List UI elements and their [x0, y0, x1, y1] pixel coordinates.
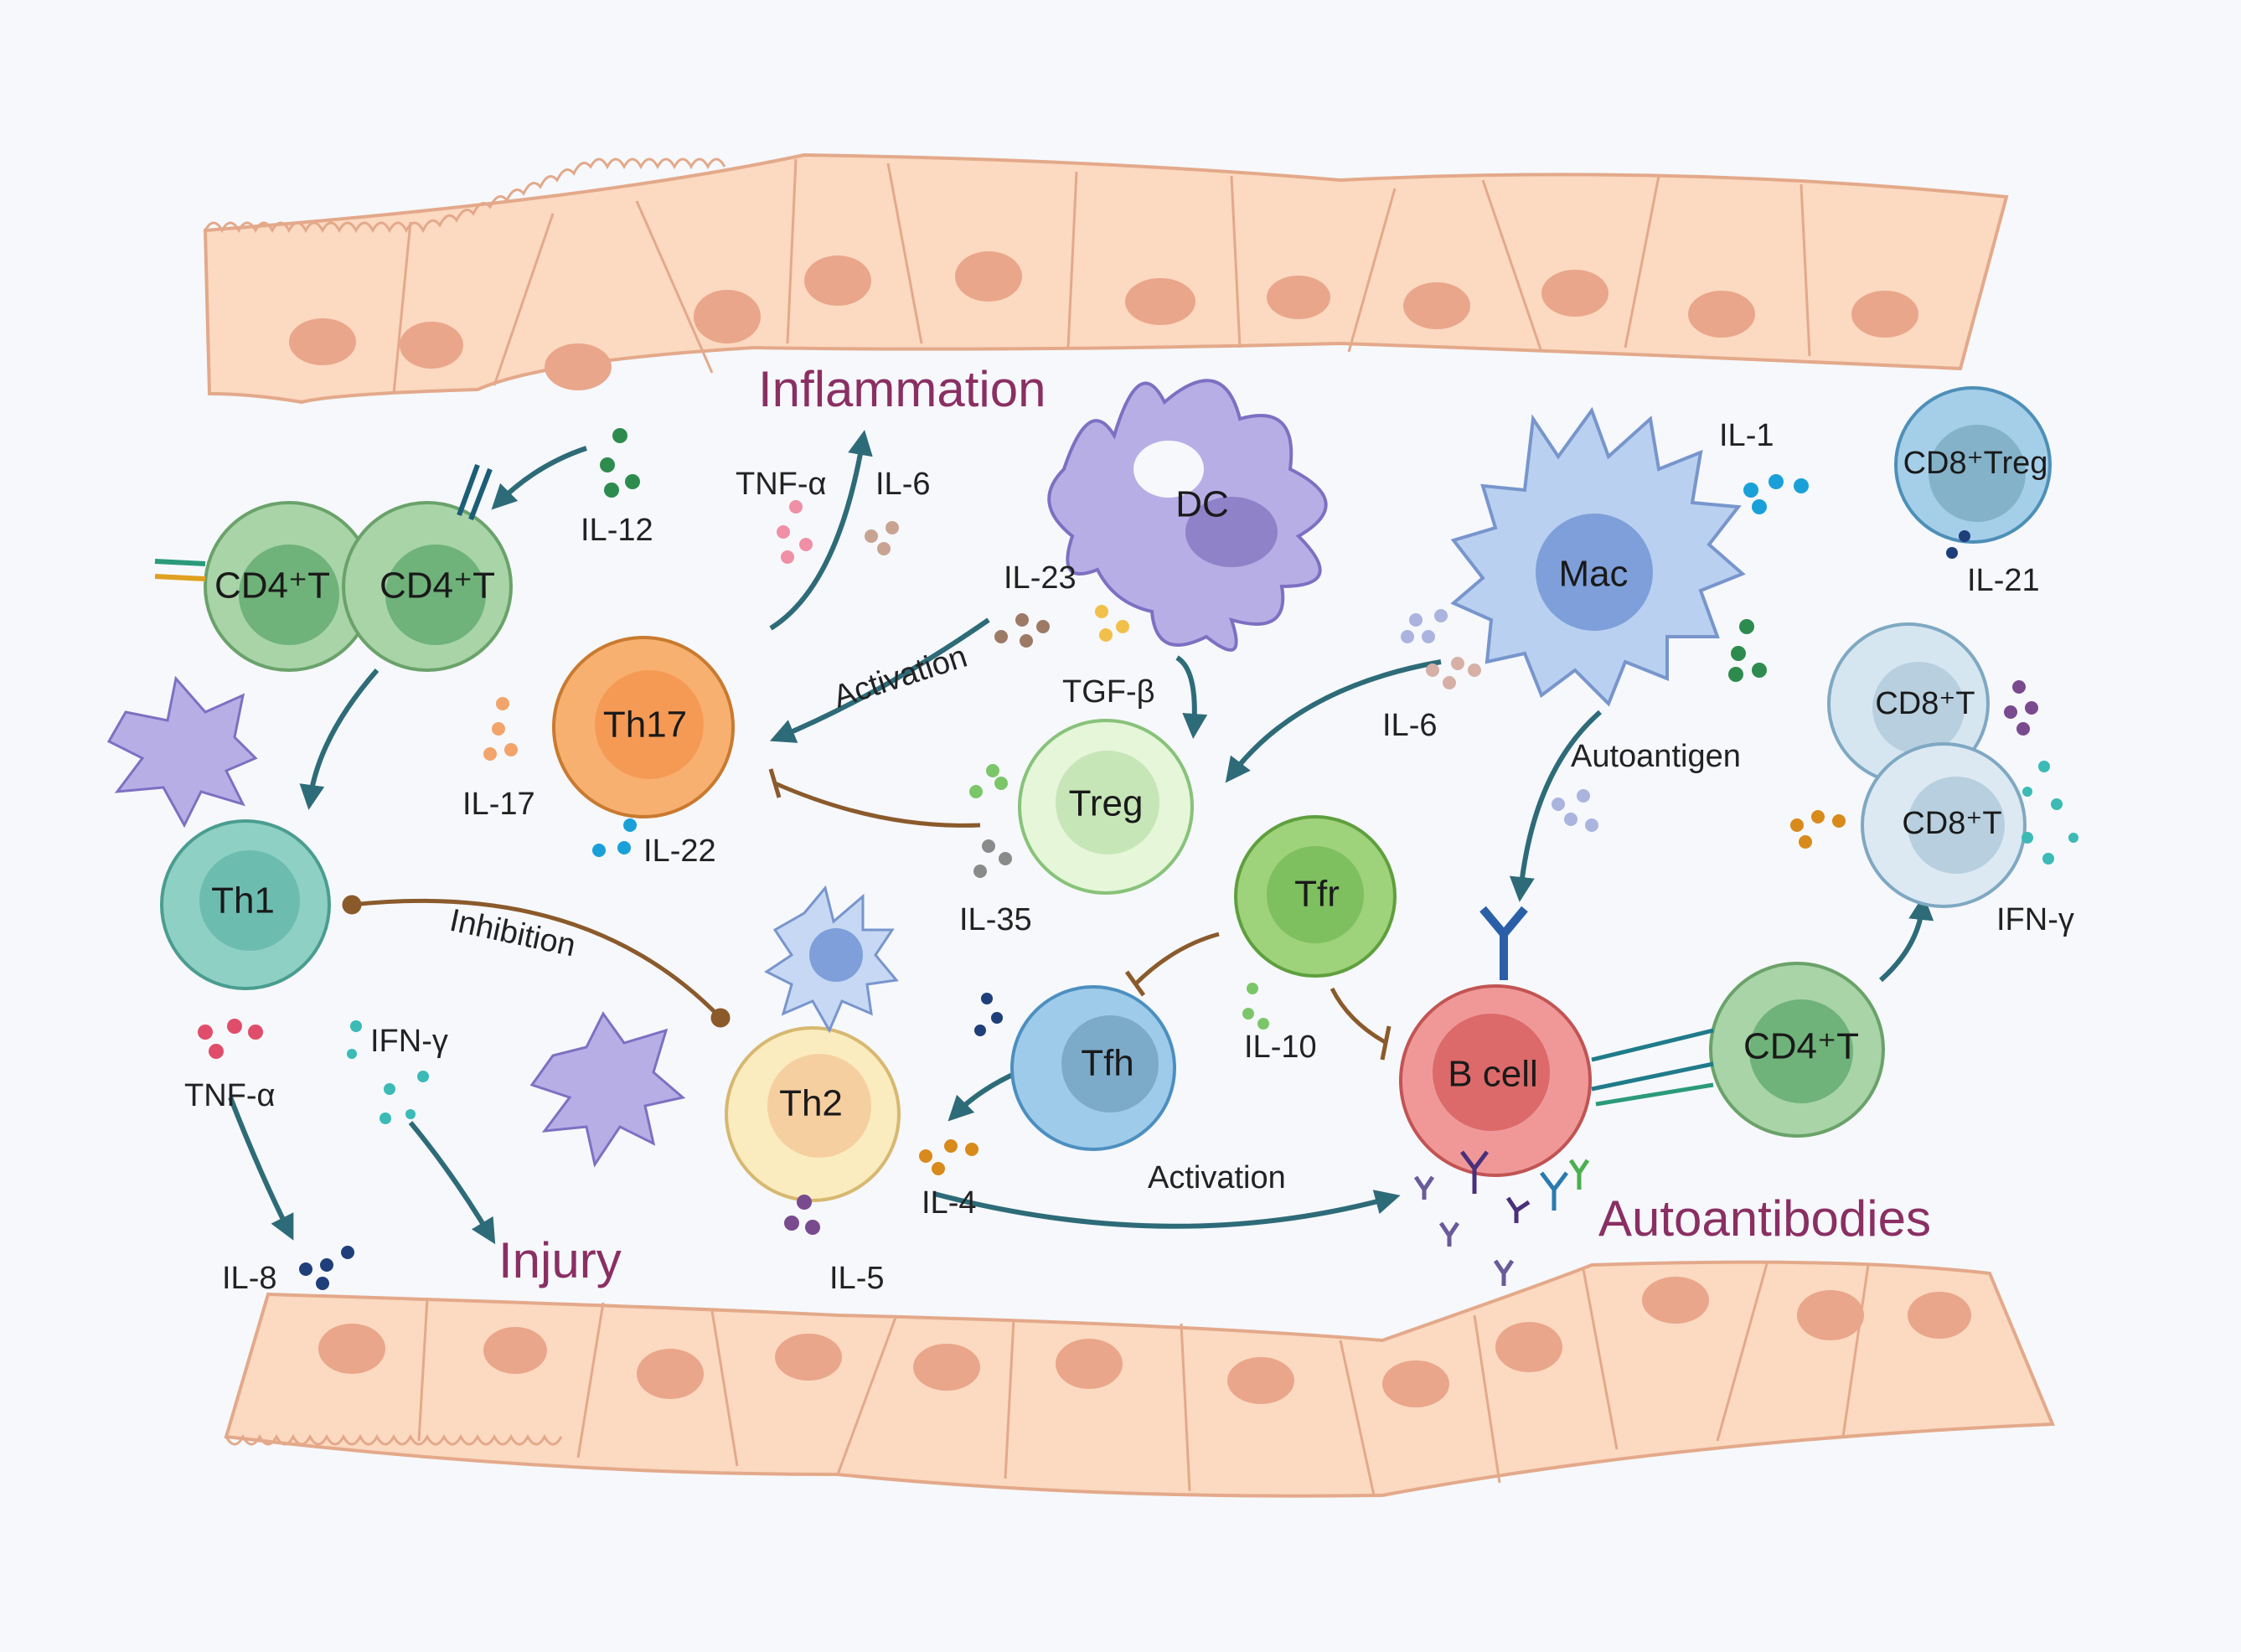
inflammation-label: Inflammation	[758, 361, 1046, 417]
svg-text:CD8⁺Treg: CD8⁺Treg	[1903, 446, 2048, 481]
svg-text:B cell: B cell	[1448, 1054, 1538, 1095]
treg-cell: Treg	[1018, 719, 1194, 895]
tfr-cell: Tfr	[1234, 815, 1397, 978]
ifng-label-th1: IFN-γ	[370, 1024, 448, 1059]
autoantibodies-label: Autoantibodies	[1598, 1190, 1931, 1247]
autoantigen-label: Autoantigen	[1571, 739, 1741, 774]
epithelium-top	[203, 152, 2009, 405]
activation-arrows	[228, 430, 1934, 1245]
svg-text:DC: DC	[1175, 484, 1229, 525]
svg-text:CD8⁺T: CD8⁺T	[1875, 686, 1975, 721]
epithelium-bottom	[224, 1260, 2055, 1498]
il1-label: IL-1	[1719, 418, 1774, 453]
svg-text:CD4⁺T: CD4⁺T	[214, 565, 330, 607]
svg-text:Mac: Mac	[1558, 554, 1628, 595]
b-cell: B cell	[1399, 984, 1592, 1177]
tcr-receptor-icon	[154, 463, 493, 581]
il17-label: IL-17	[462, 787, 535, 822]
th17-cell: Th17	[552, 636, 735, 818]
il12-label: IL-12	[581, 513, 653, 548]
il22-label: IL-22	[643, 834, 716, 869]
il6-label-mac: IL-6	[1382, 708, 1437, 743]
il6-label-top: IL-6	[875, 467, 930, 502]
dendritic-cell-small-bottom	[529, 1011, 686, 1168]
svg-text:Th2: Th2	[779, 1083, 843, 1124]
cd8t-cell-front: CD8⁺T	[1861, 742, 2027, 908]
svg-text:CD4⁺T: CD4⁺T	[1743, 1026, 1859, 1067]
il8-label: IL-8	[222, 1261, 276, 1296]
svg-text:Tfr: Tfr	[1294, 874, 1340, 915]
tfh-cell: Tfh	[1010, 985, 1176, 1151]
tnfa-label-top: TNF-α	[736, 467, 827, 502]
svg-text:Tfh: Tfh	[1081, 1043, 1134, 1084]
injury-label: Injury	[498, 1232, 622, 1288]
bcell-tcell-receptors-icon	[1591, 1028, 1714, 1107]
il5-label: IL-5	[829, 1261, 884, 1296]
antibody-icons	[1413, 906, 1590, 1286]
nuclei-bottom	[318, 1277, 1971, 1407]
svg-text:CD8⁺T: CD8⁺T	[1902, 806, 2001, 841]
ifng-label-cd8: IFN-γ	[1996, 902, 2074, 937]
th1-cell: Th1	[160, 819, 331, 990]
cd4t-cell-right: CD4⁺T	[342, 501, 513, 672]
nuclei-top	[289, 251, 1918, 390]
il10-label: IL-10	[1244, 1030, 1317, 1065]
dendritic-cell: DC	[1047, 379, 1328, 652]
cytokine-dots	[198, 428, 2078, 1290]
svg-text:Th17: Th17	[603, 705, 687, 746]
inhibition-arrows	[342, 768, 1392, 1061]
il23-label: IL-23	[1004, 560, 1077, 596]
svg-text:Treg: Treg	[1069, 783, 1144, 824]
cd8treg-cell: CD8⁺Treg	[1894, 386, 2052, 544]
tgfb-label: TGF-β	[1062, 674, 1155, 710]
activation-label-bottom: Activation	[1148, 1160, 1286, 1195]
tnfa-label-th1: TNF-α	[184, 1078, 276, 1113]
cd4t-cell-left: CD4⁺T	[204, 501, 374, 672]
th2-cell: Th2	[725, 1026, 901, 1202]
activation-label-top: Activation	[829, 639, 972, 715]
svg-text:CD4⁺T: CD4⁺T	[380, 565, 495, 607]
dendritic-cell-small-left	[106, 675, 258, 829]
il4-label: IL-4	[922, 1185, 976, 1221]
macrophage-cell: Mac	[1450, 406, 1746, 707]
inhibition-label: Inhibition	[447, 903, 579, 964]
il21-label: IL-21	[1967, 563, 2040, 598]
il35-label: IL-35	[959, 902, 1032, 937]
cd4t-cell-bcell: CD4⁺T	[1709, 962, 1885, 1138]
macrophage-small	[764, 885, 899, 1034]
svg-text:Th1: Th1	[211, 880, 275, 922]
